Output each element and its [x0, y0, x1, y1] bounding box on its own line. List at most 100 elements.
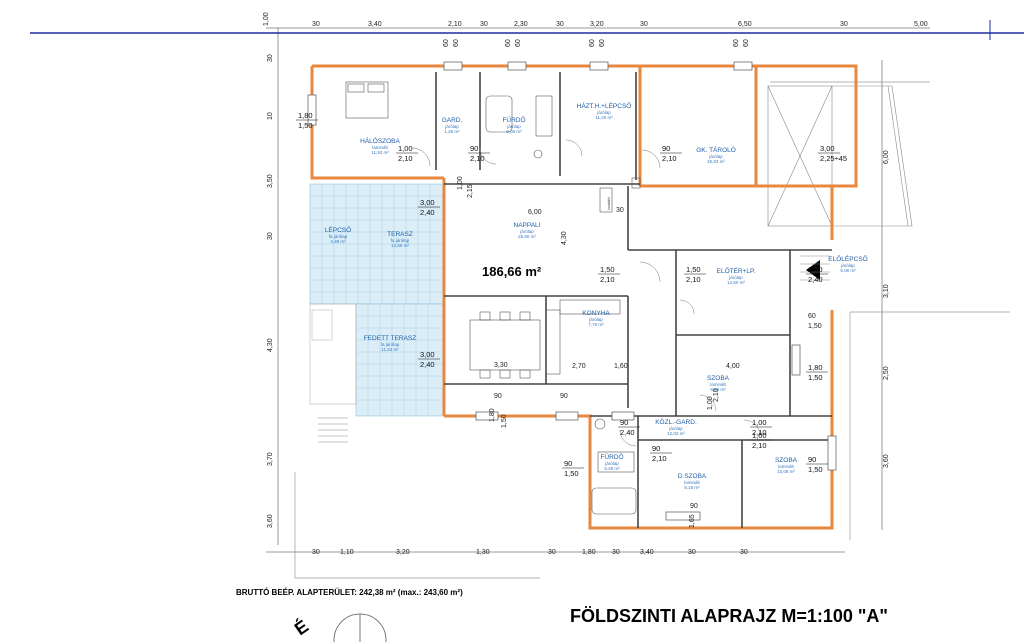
left-dimension: 3,60 [267, 514, 274, 528]
bottom-dimension: 30 [688, 549, 696, 556]
bed [345, 81, 389, 119]
opening-height: 2,25÷45 [820, 154, 847, 163]
top-dimension: 30 [640, 21, 648, 28]
bottom-dimension: 30 [740, 549, 748, 556]
opening-width: 3,00 [420, 198, 435, 207]
room-name: GK. TÁROLÓ [696, 145, 736, 154]
fireplace [599, 187, 613, 213]
site-outline [294, 81, 1010, 579]
left-dimension: 3,70 [267, 452, 274, 466]
room-floor: járólap [506, 124, 521, 129]
top-dimension: 30 [312, 21, 320, 28]
right-dimension: 3,10 [883, 284, 890, 298]
entrance-arrow [806, 260, 820, 280]
inner-dimension: 90 [690, 503, 698, 510]
furniture [345, 81, 641, 515]
opening-height: 2,40 [620, 428, 635, 437]
window-mark: 60 [599, 39, 606, 47]
room-name: FEDETT TERASZ [364, 335, 417, 342]
room-name: ELŐLÉPCSŐ [828, 254, 867, 263]
room-floor: fa járólap [391, 238, 410, 243]
opening-width: 3,00 [420, 350, 435, 359]
top-dimension: 2,30 [514, 21, 528, 28]
room-area: 9,80 m² [710, 387, 726, 392]
bottom-dimension: 1,10 [340, 549, 354, 556]
inner-dimension: 3,30 [494, 362, 508, 369]
bottom-dimension: 30 [612, 549, 620, 556]
top-dimension: 30 [480, 21, 488, 28]
room-area: 6,48 m² [604, 466, 620, 471]
top-dimension: 3,20 [590, 21, 604, 28]
top-dimension: 30 [556, 21, 564, 28]
room-floor: járólap [519, 229, 534, 234]
inner-dimension: 60 [808, 313, 816, 320]
room-floor: járólap [840, 263, 855, 268]
room-floor: fa járólap [381, 342, 400, 347]
bottom-dimension: 30 [548, 549, 556, 556]
opening-width: 90 [662, 144, 670, 153]
right-dimension: 2,50 [883, 366, 890, 380]
room-name: KONYHA [582, 310, 610, 317]
bathtub [485, 95, 513, 133]
room-area: 25,80 m² [518, 234, 536, 239]
inner-dimension: 1,80 [489, 408, 496, 422]
inner-dimension: 90 [494, 393, 502, 400]
stairs [318, 255, 830, 443]
gross-area-note: BRUTTÓ BEÉP. ALAPTERÜLET: 242,38 m² (max… [236, 588, 463, 597]
inner-dimension: 1,50 [501, 414, 508, 428]
inner-dimension: 2,10 [713, 388, 720, 402]
terrace-tiles [309, 183, 445, 417]
top-dimension: 5,00 [914, 21, 928, 28]
bottom-dimension: 3,20 [396, 549, 410, 556]
room-floor: laminált [684, 480, 700, 485]
room-name: HÁZT.H.+LÉPCSŐ [577, 101, 632, 110]
room-floor: járólap [708, 154, 723, 159]
room-area: 6,05 m² [506, 129, 522, 134]
room-area: 40,83 m² [707, 159, 725, 164]
room-floor: járólap [668, 426, 683, 431]
room-area: 10,08 m² [777, 469, 795, 474]
inner-dimension: 2,70 [572, 363, 586, 370]
window-mark: 60 [733, 39, 740, 47]
room-area: 4,28 m² [330, 239, 346, 244]
drawing-title: FÖLDSZINTI ALAPRAJZ M=1:100 "A" [570, 606, 888, 626]
top-dimension: 1,00 [263, 12, 270, 26]
opening-height: 2,40 [420, 208, 435, 217]
opening-height: 2,10 [686, 275, 701, 284]
north-arrow [333, 613, 387, 642]
room-floor: laminált [372, 145, 388, 150]
opening-width: 3,00 [820, 144, 835, 153]
room-name: KÖZL.-GARD. [655, 418, 697, 426]
opening-width: 90 [620, 418, 628, 427]
room-floor: laminált [778, 464, 794, 469]
inner-dimension: 2,15 [467, 184, 474, 198]
room-floor: járólap [728, 275, 743, 280]
opening-height: 1,50 [298, 121, 313, 130]
opening-height: 2,10 [652, 454, 667, 463]
inner-dimension: 1,65 [689, 514, 696, 528]
room-floor: laminált [710, 382, 726, 387]
opening-width: 90 [470, 144, 478, 153]
inner-dimension: 30 [616, 207, 624, 214]
top-dimension: 6,50 [738, 21, 752, 28]
left-dimension: 10 [267, 112, 274, 120]
opening-width: 1,50 [808, 265, 823, 274]
room-area: 5,06 m² [840, 268, 856, 273]
opening-height: 2,10 [662, 154, 677, 163]
window-mark: 60 [505, 39, 512, 47]
opening-height: 1,50 [564, 469, 579, 478]
window-mark: 60 [443, 39, 450, 47]
room-floor: járólap [596, 110, 611, 115]
room-name: D.SZOBA [678, 473, 707, 480]
north-marker: É [290, 615, 312, 639]
opening-width: 90 [808, 455, 816, 464]
left-dimension: 4,30 [267, 338, 274, 352]
kitchen-counter [559, 299, 621, 315]
opening-width: 1,80 [808, 363, 823, 372]
inner-dimension: 4,30 [561, 231, 568, 245]
windows [307, 61, 837, 521]
opening-width: 1,00 [398, 144, 413, 153]
room-area: 11,93 m² [371, 150, 389, 155]
right-dimension: 6,00 [883, 150, 890, 164]
